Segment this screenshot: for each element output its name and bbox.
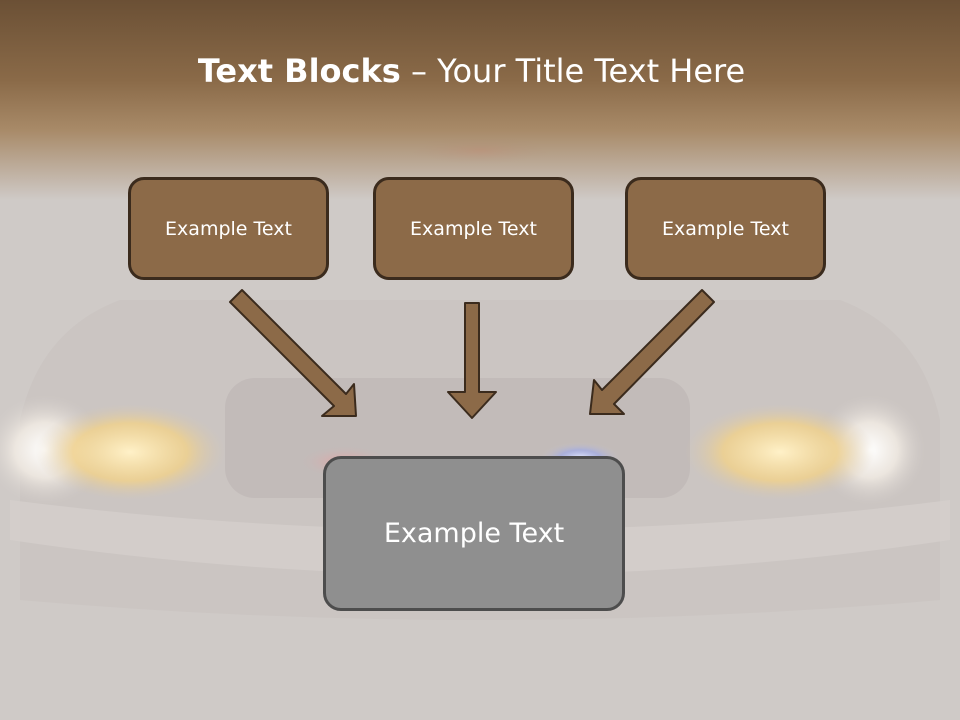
text-block-1: Example Text — [128, 177, 329, 280]
main-text-block: Example Text — [323, 456, 625, 611]
text-block-2: Example Text — [373, 177, 574, 280]
arrow-left-diagonal — [229, 289, 357, 417]
text-block-3-label: Example Text — [662, 217, 789, 240]
text-block-3: Example Text — [625, 177, 826, 280]
text-block-2-label: Example Text — [410, 217, 537, 240]
title-bold-part: Text Blocks — [197, 52, 401, 90]
slide-title: Text Blocks – Your Title Text Here — [0, 52, 943, 90]
text-block-1-label: Example Text — [165, 217, 292, 240]
title-rest-part: – Your Title Text Here — [400, 52, 746, 90]
header-band — [0, 0, 960, 200]
main-text-block-label: Example Text — [383, 518, 565, 549]
arrow-center-down — [447, 302, 497, 419]
arrow-right-diagonal — [589, 289, 715, 415]
